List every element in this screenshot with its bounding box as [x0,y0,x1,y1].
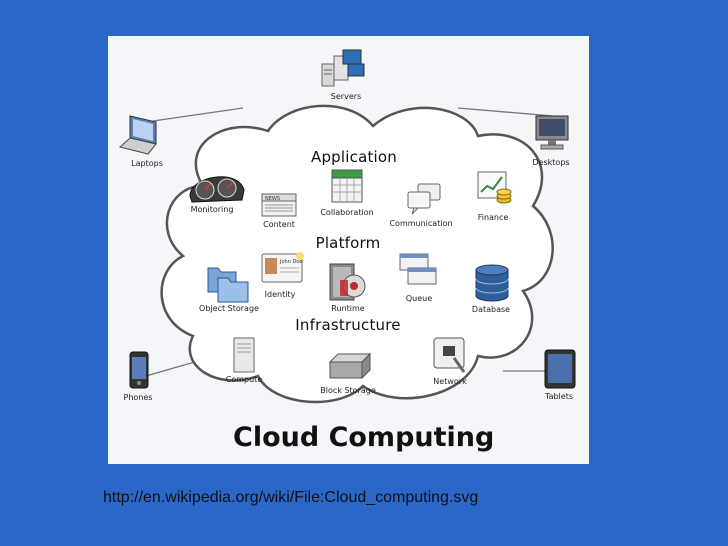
block-storage-icon [328,352,372,380]
database-icon [475,264,509,302]
tablet-icon [544,349,576,389]
identity-icon: John Doe [261,252,304,283]
communication-icon [407,183,441,215]
network-label: Network [433,377,467,386]
connector-desktops [457,107,554,117]
monitoring-icon [189,176,245,203]
runtime-icon [329,263,366,301]
monitoring-label: Monitoring [190,205,234,214]
servers-icon [321,49,365,87]
queue-icon [399,253,437,285]
svg-text:NEWS: NEWS [265,196,280,202]
runtime-label: Runtime [331,304,365,313]
communication-label: Communication [389,219,453,228]
block-storage-label: Block Storage [320,386,376,395]
diagram-graphics: NEWS [118,49,576,404]
diagram-title: Cloud Computing [233,422,495,453]
svg-text:John Doe: John Doe [279,259,302,265]
cloud-computing-diagram: NEWS [108,36,589,464]
tablets-label: Tablets [545,392,573,401]
connector-laptops [152,107,244,122]
phone-icon [129,351,149,389]
desktop-icon [535,115,569,150]
phones-label: Phones [123,393,153,402]
servers-label: Servers [330,92,362,101]
content-icon: NEWS [261,193,297,217]
queue-label: Queue [405,294,433,303]
object-storage-label: Object Storage [199,304,259,313]
content-label: Content [263,220,295,229]
finance-icon [477,171,512,204]
network-icon [433,337,466,373]
compute-label: Compute [225,375,263,384]
identity-label: Identity [264,290,296,299]
compute-icon [233,337,255,373]
object-storage-icon [207,267,249,303]
collaboration-label: Collaboration [320,208,374,217]
layer-platform: Platform [315,234,381,252]
desktops-label: Desktops [532,158,570,167]
source-url[interactable]: http://en.wikipedia.org/wiki/File:Cloud_… [103,489,479,506]
layer-application: Application [310,148,398,166]
database-label: Database [471,305,511,314]
laptops-label: Laptops [131,159,163,168]
connector-phones [145,360,199,377]
collaboration-icon [331,169,363,203]
cloud-shape [160,104,554,404]
finance-label: Finance [477,213,509,222]
layer-infrastructure: Infrastructure [295,316,401,334]
laptop-icon [118,115,157,155]
